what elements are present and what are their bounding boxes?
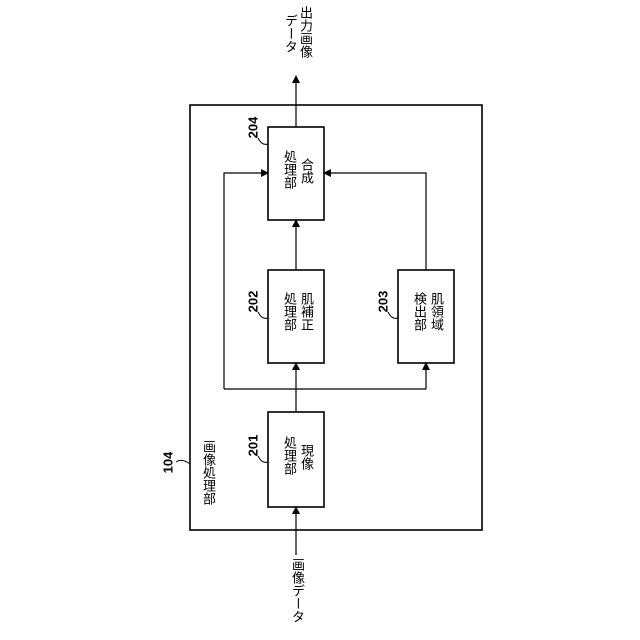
block-203 — [398, 270, 454, 363]
input-label: 画像データ — [288, 558, 304, 623]
ref-202: 202 — [246, 287, 261, 317]
block-204 — [268, 127, 324, 220]
block-203-line1: 肌領域 — [427, 292, 443, 331]
arrow-203-to-204 — [324, 173, 426, 270]
block-201-line2: 処理部 — [280, 436, 296, 475]
ref-201: 201 — [246, 431, 261, 461]
block-202-line1: 肌補正 — [297, 292, 313, 331]
outer-block-label: 画像処理部 — [199, 440, 215, 505]
block-204-line1: 合成 — [297, 158, 313, 184]
ref-203: 203 — [376, 287, 391, 317]
block-202-line2: 処理部 — [280, 292, 296, 331]
bypass-to-204 — [224, 173, 268, 389]
output-label-line2: データ — [281, 14, 297, 53]
ref-104: 104 — [161, 448, 176, 478]
output-label-line1: 出力画像 — [296, 6, 312, 58]
block-203-line2: 検出部 — [410, 292, 426, 331]
block-204-line2: 処理部 — [280, 150, 296, 189]
block-201-line1: 現像 — [297, 444, 313, 470]
leader-104 — [176, 460, 190, 464]
block-202 — [268, 270, 324, 363]
block-201 — [268, 412, 324, 507]
ref-204: 204 — [246, 113, 261, 143]
